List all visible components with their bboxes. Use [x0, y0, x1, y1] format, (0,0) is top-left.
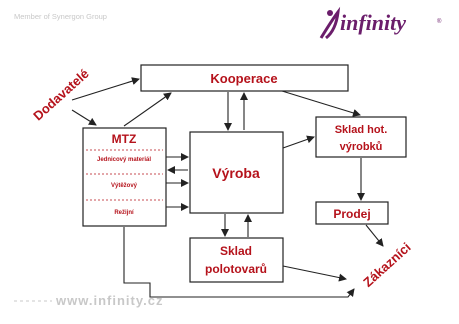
infinity-logo: infinity ® — [319, 6, 442, 40]
footer-url: www.infinity.cz — [55, 293, 163, 308]
zakaznici-label: Zákazníci — [360, 239, 414, 289]
arrow-sklad-polo-zakaznici — [282, 265, 347, 282]
sklad-polo-box — [189, 237, 284, 283]
prodej-box — [315, 201, 389, 225]
sklad-hot-label-2: výrobků — [340, 141, 383, 153]
logo-wordmark: infinity — [340, 10, 406, 35]
logo-dot-icon — [327, 10, 333, 16]
prodej-label: Prodej — [333, 207, 370, 221]
connector-arrows — [71, 77, 384, 298]
sklad-polo-label-2: polotovarů — [205, 262, 267, 276]
kooperace-label: Kooperace — [210, 71, 277, 86]
arrow-prodej-zakaznici — [365, 224, 384, 247]
mtz-row-jednicovy: Jednicový materiál — [97, 157, 151, 163]
mtz-box — [82, 127, 167, 227]
arrow-dodavatele-mtz — [71, 109, 97, 126]
arrow-dodavatele-kooperace — [71, 77, 140, 101]
dodavatele-label: Dodavatelé — [30, 66, 92, 124]
kooperace-box — [140, 64, 349, 92]
arrow-mtz-zakaznici — [123, 227, 355, 298]
logo-trademark: ® — [437, 18, 442, 25]
logo-swoosh-icon — [319, 6, 341, 40]
member-of-text: Member of Synergon Group — [14, 12, 107, 21]
mtz-row-rezijni: Režijní — [114, 210, 134, 216]
arrow-vyroba-sklad-hot — [282, 135, 315, 149]
vyroba-label: Výroba — [212, 165, 260, 181]
arrow-kooperace-sklad-hot — [281, 90, 361, 117]
vyroba-box — [189, 131, 284, 214]
sklad-hot-label-1: Sklad hot. — [335, 124, 388, 136]
arrow-mtz-kooperace — [123, 92, 172, 127]
sklad-polo-label-1: Sklad — [220, 244, 252, 258]
mtz-row-vytezovy: Výtěžový — [111, 183, 138, 189]
sklad-hot-box — [315, 116, 407, 158]
mtz-label: MTZ — [112, 132, 137, 146]
